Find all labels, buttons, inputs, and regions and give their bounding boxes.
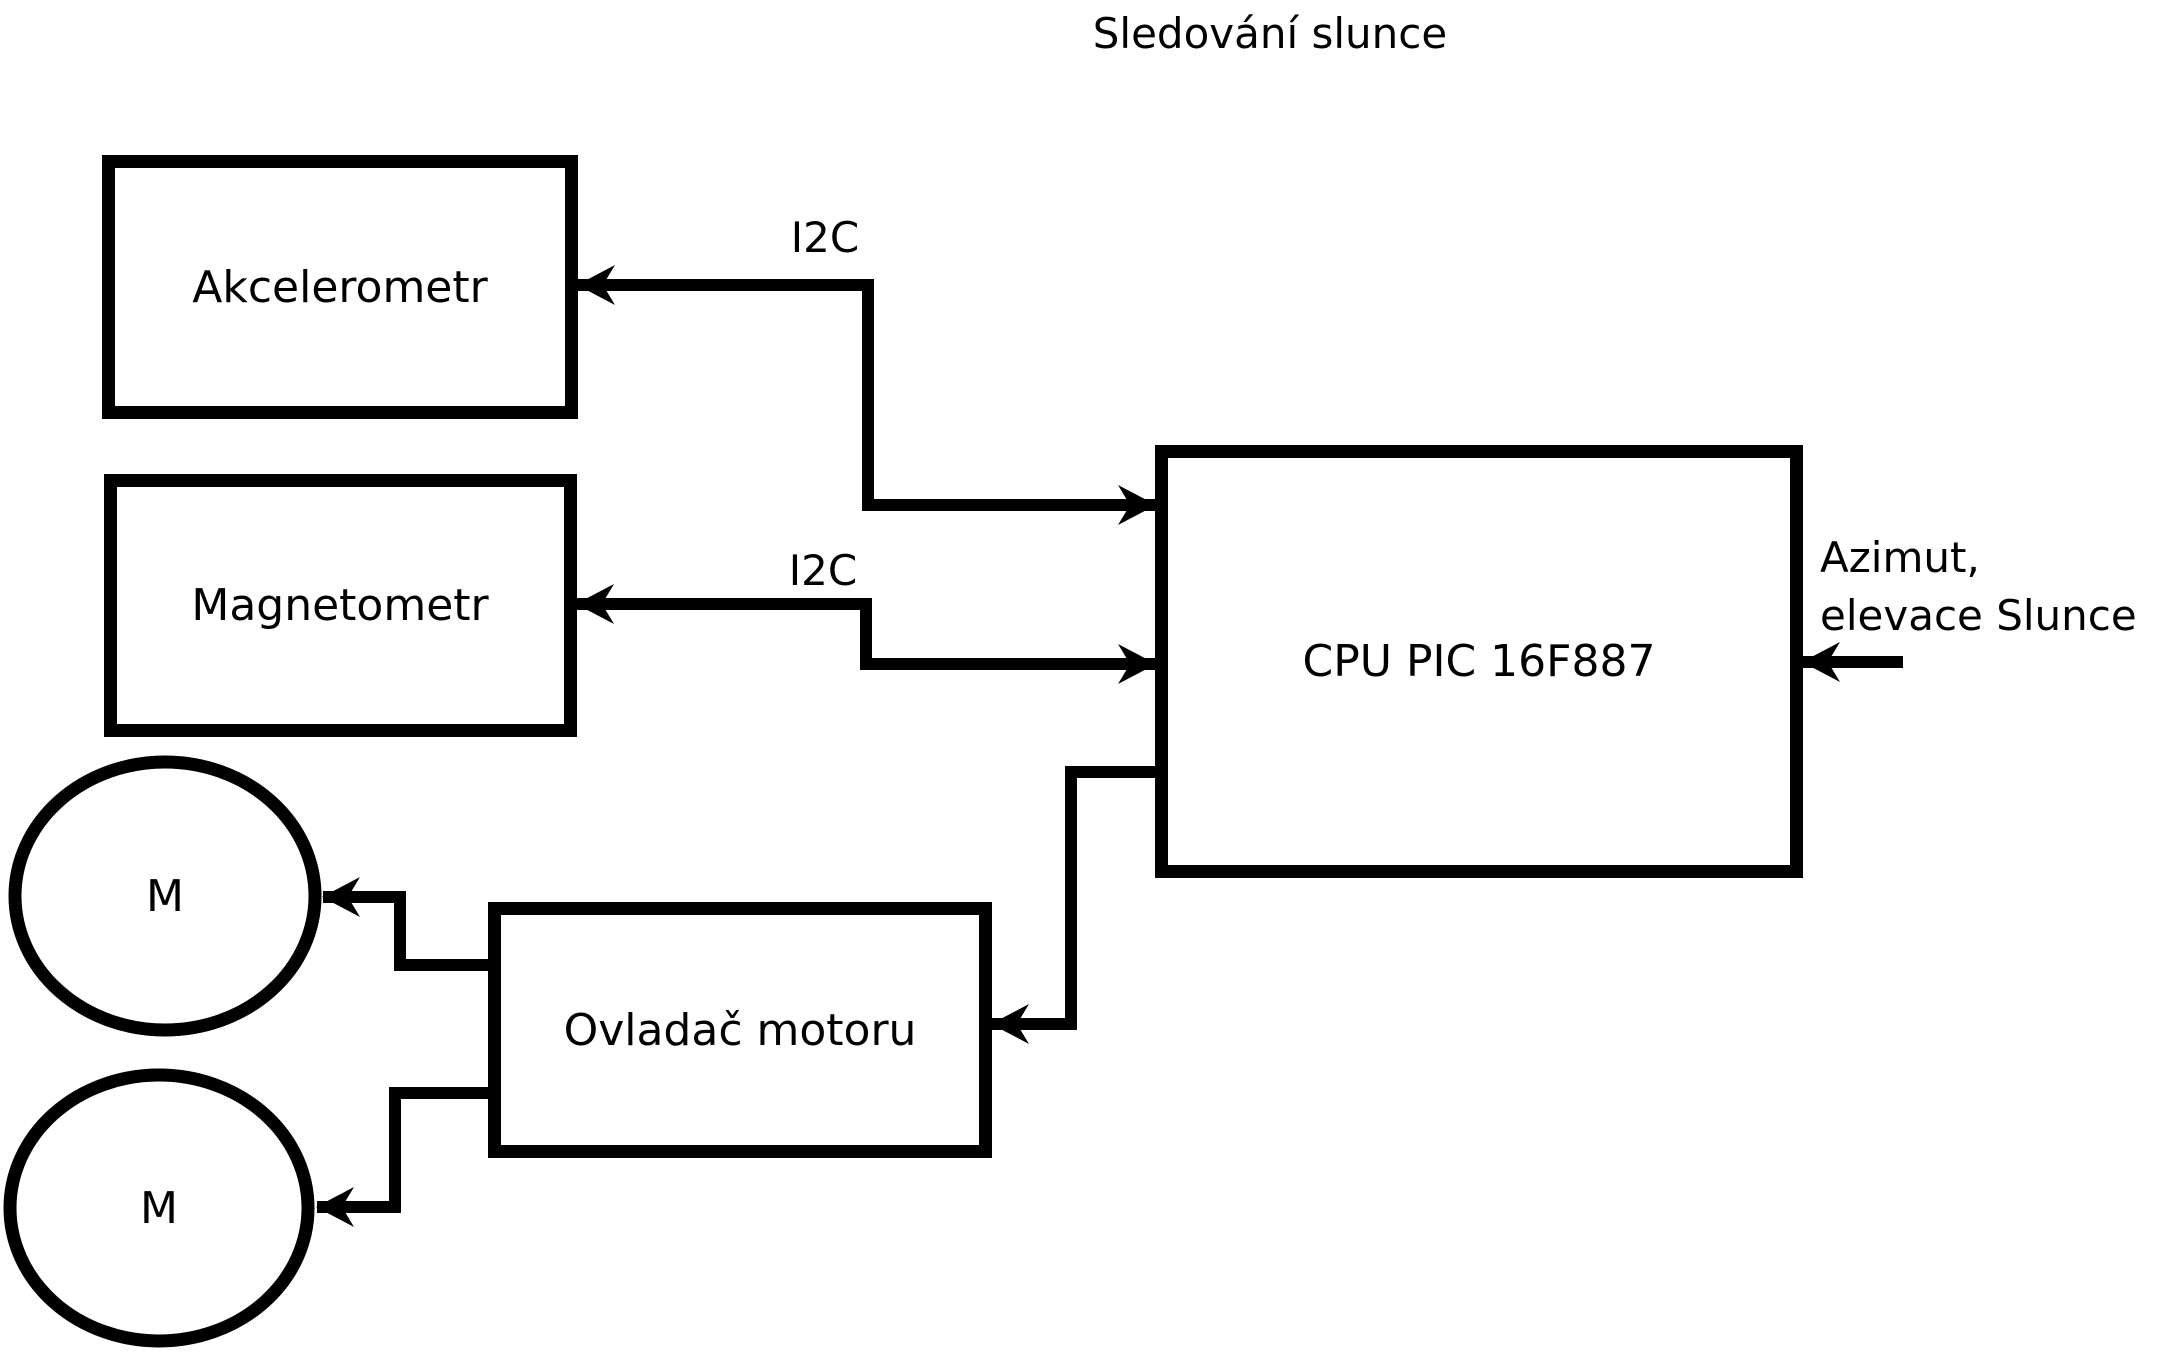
cpu-box: [1155, 445, 1803, 878]
edge-label-i2c-akcelerometr: I2C: [791, 213, 859, 262]
edge-cpu-motor-controller: [991, 766, 1155, 1044]
akcelerometr-label: Akcelerometr: [192, 262, 488, 313]
motor-controller-label: Ovladač motoru: [564, 1005, 917, 1056]
node-motor-controller: Ovladač motoru: [488, 902, 992, 1158]
node-cpu: CPU PIC 16F887: [1155, 445, 1803, 878]
diagram-title: Sledování slunce: [1093, 9, 1447, 58]
motor-bottom-circle: [3, 1068, 315, 1348]
edge-motor-controller-motor-top: [322, 877, 488, 971]
input-label-azimut-line2: elevace Slunce: [1820, 591, 2137, 640]
motor-controller-box: [488, 902, 992, 1158]
node-magnetometr: Magnetometr: [104, 474, 577, 737]
motor-top-circle: [8, 755, 322, 1037]
edge-label-i2c-magnetometr: I2C: [789, 546, 857, 595]
node-motor-bottom: M: [3, 1068, 315, 1348]
akcelerometr-box: [102, 155, 578, 419]
motor-bottom-label: M: [140, 1183, 178, 1234]
motor-top-label: M: [146, 871, 184, 922]
magnetometr-box: [104, 474, 577, 737]
node-motor-top: M: [8, 755, 322, 1037]
node-akcelerometr: Akcelerometr: [102, 155, 578, 419]
edge-motor-controller-motor-bottom: [316, 1087, 488, 1227]
input-label-azimut-line1: Azimut,: [1820, 533, 1980, 582]
cpu-label: CPU PIC 16F887: [1303, 636, 1656, 687]
edge-i2c-magnetometr-cpu: [576, 584, 1156, 684]
magnetometr-label: Magnetometr: [191, 580, 489, 631]
edge-i2c-akcelerometr-cpu: [577, 265, 1156, 525]
